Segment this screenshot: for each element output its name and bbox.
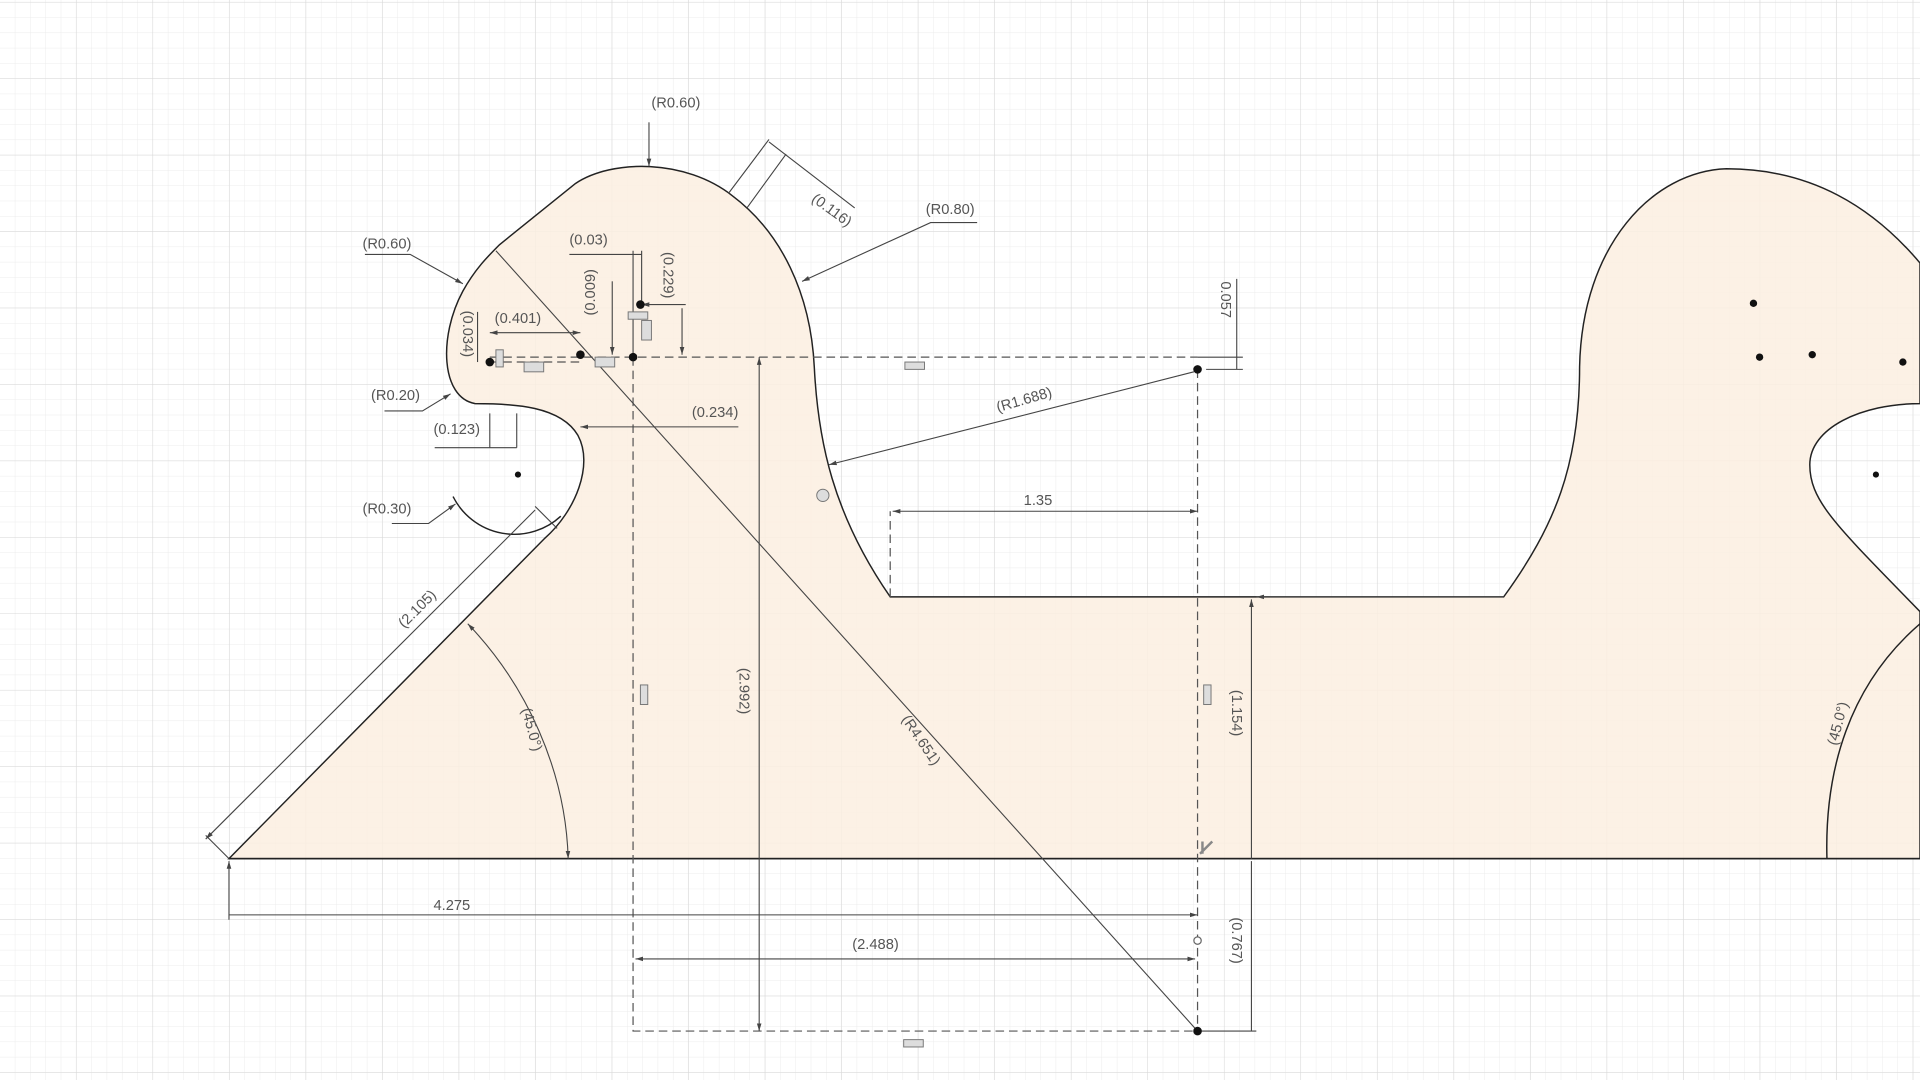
- dim-0234[interactable]: (0.234): [692, 405, 739, 421]
- dimension-lines: [206, 122, 1504, 1032]
- dim-2488[interactable]: (2.488): [852, 937, 899, 953]
- dim-003[interactable]: (0.03): [569, 233, 607, 249]
- dim-r060-top[interactable]: (R0.60): [651, 96, 700, 112]
- dim-0767[interactable]: (0.767): [1228, 917, 1244, 963]
- right-arc[interactable]: [1826, 623, 1920, 859]
- dim-2992[interactable]: (2.992): [736, 668, 752, 714]
- dim-135[interactable]: 1.35: [1024, 493, 1053, 509]
- dim-r080[interactable]: (R0.80): [926, 202, 975, 218]
- dim-r030[interactable]: (R0.30): [362, 502, 411, 518]
- dim-0123[interactable]: (0.123): [433, 422, 480, 438]
- dim-0034[interactable]: (0.034): [459, 311, 475, 357]
- dim-0229[interactable]: (0.229): [660, 252, 676, 298]
- dim-0401[interactable]: (0.401): [495, 311, 542, 327]
- dim-1154[interactable]: (1.154): [1228, 690, 1244, 736]
- dim-0009[interactable]: (0.009): [583, 269, 599, 315]
- sketch-points[interactable]: [485, 299, 1907, 1036]
- dim-4275[interactable]: 4.275: [433, 898, 470, 914]
- dim-r060-left[interactable]: (R0.60): [362, 236, 411, 252]
- constraint-icons[interactable]: [495, 311, 1214, 1048]
- dim-0057[interactable]: 0.057: [1217, 281, 1233, 318]
- circle-arc-r030[interactable]: [452, 496, 562, 535]
- dim-r020[interactable]: (R0.20): [371, 388, 420, 404]
